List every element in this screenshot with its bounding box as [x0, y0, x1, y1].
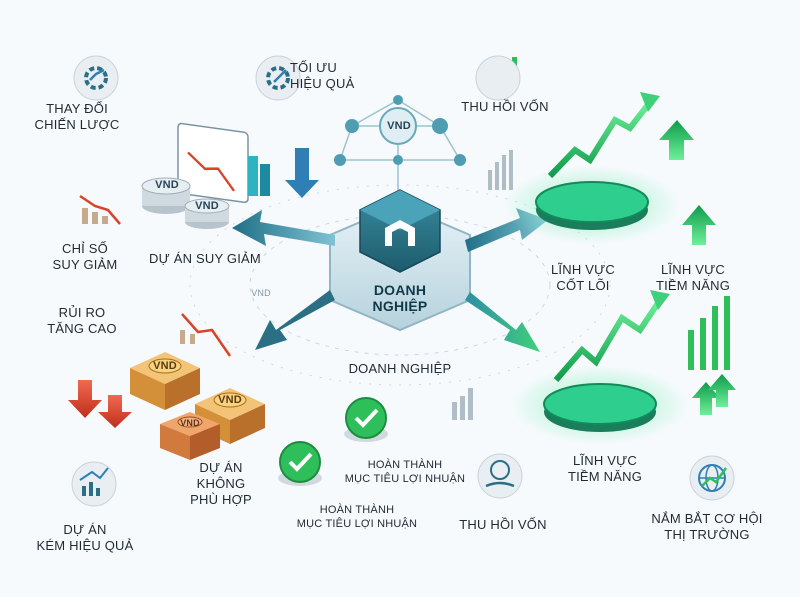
low-performance-icon: [71, 461, 117, 507]
label-doanh-nghiep-bottom: DOANH NGHIỆP: [348, 361, 452, 376]
label-linh-vuc-cot-loi: LĨNH VỰC CỐT LÕI: [551, 262, 615, 293]
label-doanh-nghiep-center: DOANH NGHIỆP: [372, 282, 428, 314]
dollar-hand-icon: [477, 453, 523, 499]
coin-label-5: VND: [218, 394, 242, 406]
label-linh-vuc-tiem-nang-bottom: LĨNH VỰC TIỀM NĂNG: [567, 453, 643, 484]
coin-label-3: VND: [387, 120, 411, 132]
coin-label-6: VND: [180, 418, 200, 428]
globe-icon: [689, 455, 735, 501]
declining-indicator-left: [79, 194, 121, 225]
label-thu-hoi-von-bottom: THU HỒI VỐN: [459, 517, 547, 532]
declining-chart-monitor: [177, 122, 270, 204]
label-nam-bat-co-hoi: NẮM BẮT CƠ HỘI THỊ TRƯỜNG: [651, 511, 763, 542]
coin-label-7: VND: [251, 288, 271, 298]
core-sector-platform: [502, 92, 716, 245]
label-toi-uu-hieu-qua: TỐI ƯU HIỆU QUẢ: [290, 60, 355, 91]
growth-chart-icon: [475, 55, 521, 101]
grey-bar-chart: [488, 150, 513, 190]
label-du-an-suy-giam: DỰ ÁN SUY GIẢM: [149, 251, 261, 266]
mini-bar-chart: [452, 388, 473, 420]
gear-icon: [73, 55, 119, 101]
label-chi-so-suy-giam: CHỈ SỐ SUY GIẢM: [52, 241, 118, 272]
coin-label-1: VND: [155, 179, 179, 191]
label-linh-vuc-tiem-nang-right: LĨNH VỰC TIỀM NĂNG: [655, 262, 731, 293]
coin-label-4: VND: [153, 360, 177, 372]
coin-label-2: VND: [195, 200, 219, 212]
optimize-gear-icon: [255, 55, 301, 101]
label-hoan-thanh-2: HOÀN THÀNH MỤC TIÊU LỢI NHUẬN: [296, 504, 418, 530]
gold-blocks: [130, 352, 265, 460]
check-coins: [278, 397, 388, 486]
central-platform: [329, 189, 471, 332]
background-rings: [189, 184, 611, 386]
label-hoan-thanh-1: HOÀN THÀNH MỤC TIÊU LỢI NHUẬN: [344, 459, 466, 485]
network-nodes: [334, 95, 466, 166]
potential-sector-platform: [510, 290, 736, 445]
label-du-an-khong-phu-hop: DỰ ÁN KHÔNG PHÙ HỢP: [190, 460, 252, 507]
label-thu-hoi-von-top: THU HỒI VỐN: [461, 99, 549, 114]
label-thay-doi-chien-luoc: THAY ĐỔI CHIẾN LƯỢC: [34, 101, 120, 132]
coin-stack-left: [141, 177, 230, 229]
label-du-an-kem-hieu-qua: DỰ ÁN KÉM HIỆU QUẢ: [36, 522, 134, 553]
red-down-arrows: [68, 313, 232, 428]
label-rui-ro-tang-cao: RỦI RO TĂNG CAO: [47, 305, 117, 336]
